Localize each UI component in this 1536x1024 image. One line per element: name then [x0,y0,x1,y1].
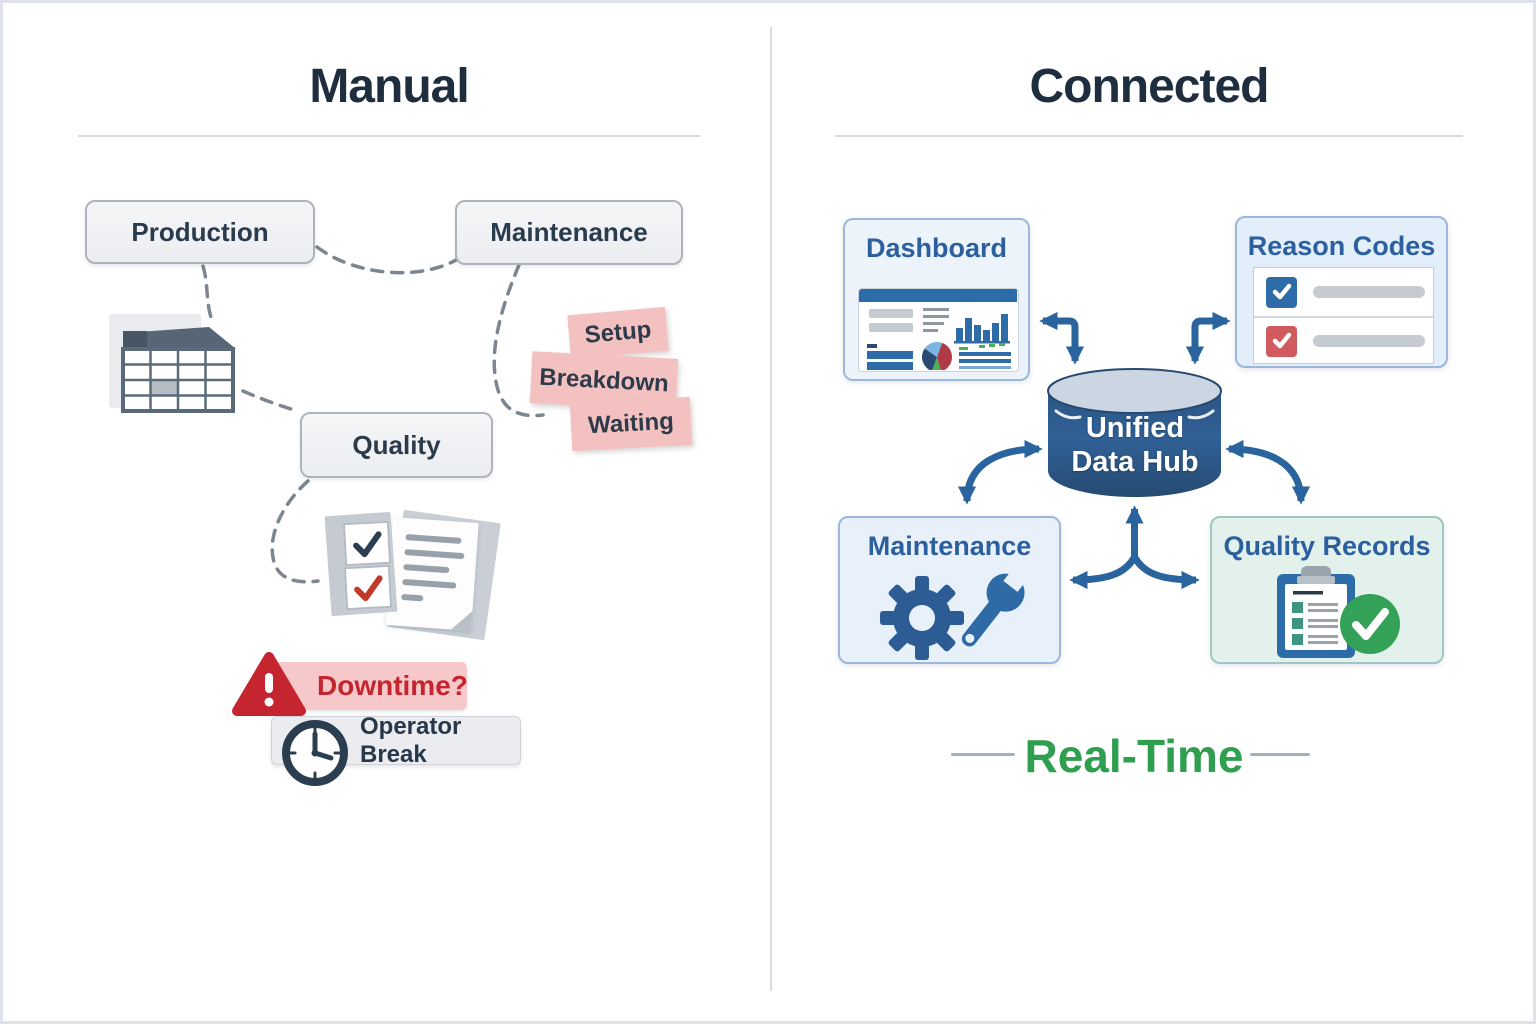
clipboard-icon [1277,566,1355,658]
maintenance-box: Maintenance [455,200,683,265]
warning-icon [232,652,306,716]
realtime-right-dash [1250,753,1310,756]
maintenance-label: Maintenance [490,217,648,247]
gear-icon [880,576,964,660]
dashboard-label: Dashboard [865,233,1008,263]
quality-records-card: Quality Records [1210,516,1444,664]
reason-codes-list [1253,267,1434,364]
quality-label: Quality [352,429,441,460]
check-circle-icon [1340,594,1400,654]
quality-box: Quality [300,412,493,478]
checkbox-checked-navy [342,520,392,567]
reason-code-placeholder-line [1313,335,1425,347]
reason-codes-card: Reason Codes [1235,216,1448,368]
manual-dashed-connectors [201,245,545,584]
checkbox-icon-red [1266,325,1297,357]
realtime-left-dash [951,753,1015,756]
sticky-note-setup: Setup [567,306,669,360]
spreadsheet-icon [121,327,236,413]
dashboard-card: Dashboard [843,218,1030,381]
downtime-label: Downtime? [317,670,468,701]
downtime-banner: Downtime? [269,662,468,710]
sticky-note-waiting: Waiting [569,396,693,452]
connected-maintenance-card: Maintenance [838,516,1061,664]
reason-code-row [1254,317,1433,365]
reason-code-row [1254,268,1433,316]
operator-break-label: Operator Break [360,712,462,768]
checkbox-icon-blue [1266,276,1297,308]
production-label: Production [131,216,269,247]
reason-code-placeholder-line [1313,286,1425,298]
connected-maintenance-label: Maintenance [867,531,1032,561]
hub-connector-layer [957,311,1311,590]
manual-title-rule [78,135,700,137]
connected-title-rule [835,135,1463,137]
manual-title: Manual [309,60,469,113]
documents-icon [323,508,508,648]
waiting-note-label: Waiting [587,407,675,440]
production-box: Production [85,200,315,264]
unified-data-hub-label: Unified Data Hub [1048,411,1222,479]
database-icon [1047,368,1222,497]
panel-divider [770,27,772,991]
text-document [385,517,479,631]
hub-line1: Unified [1085,412,1185,444]
hub-line2: Data Hub [1071,446,1199,478]
realtime-label: Real-Time [1024,730,1244,782]
checkbox-checked-red [343,564,393,611]
clock-icon [282,720,348,786]
folded-corner [451,609,473,631]
dashboard-preview-icon [858,288,1019,372]
reason-codes-label: Reason Codes [1247,231,1436,261]
wrench-icon [961,566,1033,647]
connected-title: Connected [1029,60,1269,113]
quality-records-label: Quality Records [1223,531,1431,561]
setup-note-label: Setup [583,316,653,349]
breakdown-note-label: Breakdown [538,363,670,398]
